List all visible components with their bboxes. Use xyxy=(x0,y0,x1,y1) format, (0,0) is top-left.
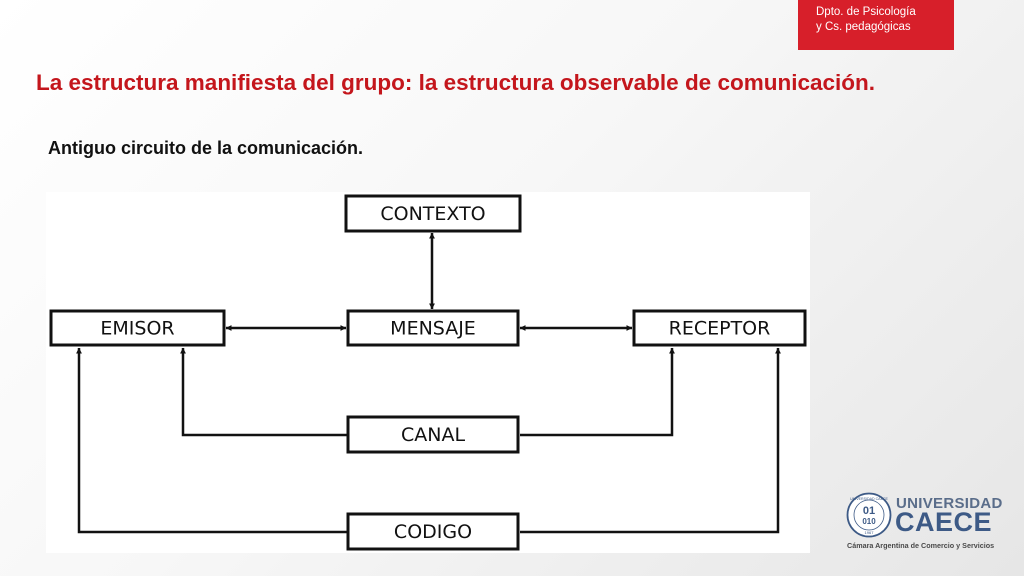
node-receptor: RECEPTOR xyxy=(632,309,807,347)
diagram-canvas: CONTEXTO EMISOR MENSAJE RECEPTOR CANAL C… xyxy=(49,194,807,551)
node-mensaje-label: MENSAJE xyxy=(390,318,476,340)
department-badge: Dpto. de Psicología y Cs. pedagógicas xyxy=(798,0,954,50)
edge-codigo-emisor xyxy=(76,347,347,534)
slide-title: La estructura manifiesta del grupo: la e… xyxy=(36,70,875,95)
logo-line-2: CAECE xyxy=(895,507,993,537)
svg-text:UNIVERSIDAD CAECE: UNIVERSIDAD CAECE xyxy=(850,497,889,501)
node-mensaje: MENSAJE xyxy=(346,309,520,347)
logo-line-1: UNIVERSIDAD xyxy=(896,495,1003,512)
department-line-1: Dpto. de Psicología xyxy=(816,6,916,18)
svg-text:01: 01 xyxy=(863,505,875,517)
node-emisor: EMISOR xyxy=(49,309,226,347)
university-seal-icon: 01 010 UNIVERSIDAD CAECE 1967 xyxy=(846,492,892,538)
node-contexto-label: CONTEXTO xyxy=(380,203,485,225)
svg-text:1967: 1967 xyxy=(865,530,875,535)
node-contexto: CONTEXTO xyxy=(344,194,522,233)
edge-codigo-receptor xyxy=(520,347,781,534)
slide-subtitle: Antiguo circuito de la comunicación. xyxy=(48,138,364,158)
svg-text:010: 010 xyxy=(862,517,876,526)
node-canal: CANAL xyxy=(346,415,520,454)
department-line-2: y Cs. pedagógicas xyxy=(816,21,911,33)
node-canal-label: CANAL xyxy=(401,424,465,446)
edge-canal-emisor xyxy=(180,347,347,437)
node-codigo-label: CODIGO xyxy=(394,521,472,543)
university-logo: 01 010 UNIVERSIDAD CAECE 1967 UNIVERSIDA… xyxy=(846,492,1002,552)
node-receptor-label: RECEPTOR xyxy=(669,318,771,340)
node-codigo: CODIGO xyxy=(346,512,520,551)
logo-tagline: Cámara Argentina de Comercio y Servicios xyxy=(847,541,995,550)
node-emisor-label: EMISOR xyxy=(100,318,174,340)
communication-diagram: CONTEXTO EMISOR MENSAJE RECEPTOR CANAL C… xyxy=(46,192,810,553)
edge-canal-receptor xyxy=(520,347,675,437)
